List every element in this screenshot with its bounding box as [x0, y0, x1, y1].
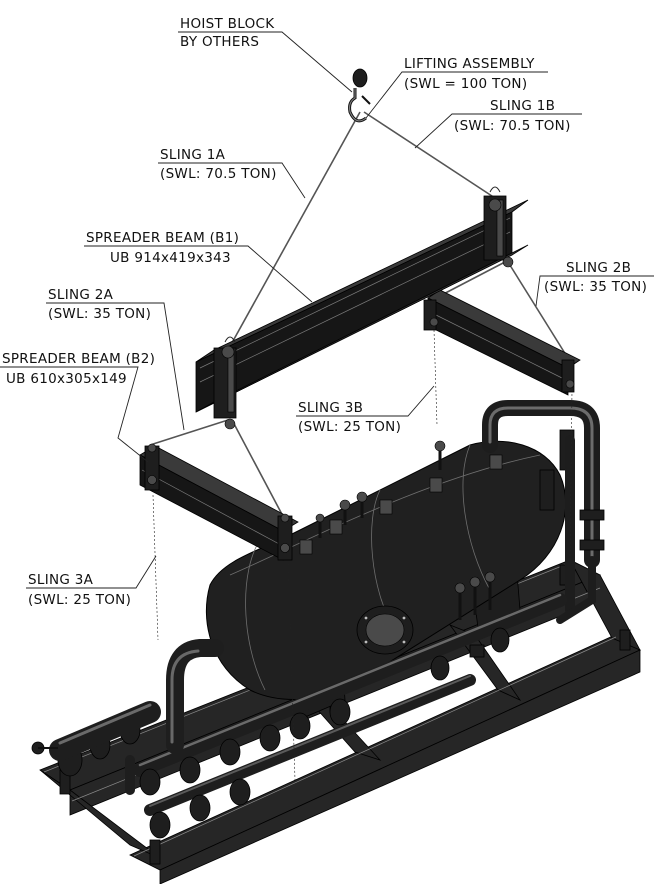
leader-spreader-b1 — [84, 245, 313, 303]
label-sling-2a-line2: (SWL: 35 TON) — [48, 306, 151, 322]
label-hoist-block-line2: BY OTHERS — [180, 34, 259, 50]
label-sling-1a-line2: (SWL: 70.5 TON) — [160, 166, 277, 182]
label-hoist-block-line1: HOIST BLOCK — [180, 16, 275, 32]
top-valves — [315, 440, 446, 538]
leader-sling-1b — [414, 113, 582, 149]
leader-sling-1a — [158, 162, 306, 199]
right-pipe-loop — [482, 400, 605, 624]
label-lifting-assembly-line2: (SWL = 100 TON) — [404, 76, 527, 92]
sling-3b-line-b — [569, 389, 573, 561]
callout-labels: HOIST BLOCK BY OTHERS LIFTING ASSEMBLY (… — [2, 16, 647, 608]
sling-2a-line-b — [231, 419, 286, 521]
label-sling-1a-line1: SLING 1A — [160, 147, 226, 163]
spreader-beam-b2 — [139, 443, 299, 561]
sling-2b-line — [507, 261, 567, 356]
sling-3a-line-b — [287, 554, 296, 781]
label-sling-1b-line2: (SWL: 70.5 TON) — [454, 118, 571, 134]
label-sling-1b-line1: SLING 1B — [490, 98, 555, 114]
sling-1b-line — [363, 111, 496, 199]
sling-1a-line — [227, 111, 361, 351]
front-piping — [31, 571, 567, 839]
label-spreader-beam-b2-line2: UB 610x305x149 — [6, 371, 127, 387]
sling-3b-line — [433, 329, 438, 426]
right-valves — [454, 571, 496, 620]
label-lifting-assembly-line1: LIFTING ASSEMBLY — [404, 56, 535, 72]
sling-2a-line — [149, 419, 229, 446]
hoist-hook — [348, 68, 371, 123]
leader-lifting-assembly — [365, 71, 548, 119]
label-spreader-beam-b1-line2: UB 914x419x343 — [110, 250, 231, 266]
leader-sling-3a — [26, 555, 157, 589]
label-sling-3b-line2: (SWL: 25 TON) — [298, 419, 401, 435]
leader-sling-2b — [535, 275, 654, 307]
leader-hoist-block — [178, 31, 353, 93]
label-sling-2a-line1: SLING 2A — [48, 287, 114, 303]
label-spreader-beam-b2-line1: SPREADER BEAM (B2) — [2, 351, 155, 367]
leader-sling-2a — [46, 302, 185, 431]
slings — [149, 111, 573, 781]
spreader-beam-b2-rear — [423, 289, 581, 396]
label-sling-2b-line1: SLING 2B — [566, 260, 631, 276]
horizontal-pressure-vessel — [205, 440, 567, 700]
label-sling-3b-line1: SLING 3B — [298, 400, 363, 416]
leader-spreader-b2 — [0, 366, 149, 463]
leader-lines — [0, 31, 654, 589]
sling-3a-line — [152, 494, 159, 641]
leader-sling-3b — [296, 385, 435, 417]
label-spreader-beam-b1-line1: SPREADER BEAM (B1) — [86, 230, 239, 246]
label-sling-3a-line2: (SWL: 25 TON) — [28, 592, 131, 608]
label-sling-2b-line2: (SWL: 35 TON) — [544, 279, 647, 295]
spreader-beam-b1 — [195, 186, 529, 430]
label-sling-3a-line1: SLING 3A — [28, 572, 94, 588]
